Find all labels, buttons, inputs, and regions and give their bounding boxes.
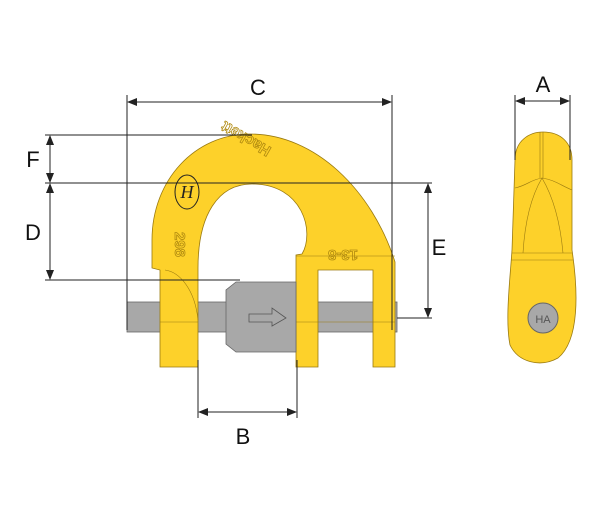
pin-marking: HA [535,314,551,326]
dimension-f: F [26,134,432,184]
label-d: D [25,220,41,245]
label-b: B [236,424,251,449]
pin-collar [225,281,297,353]
link-body-front [151,133,396,368]
logo-mark: H [180,182,195,202]
label-e: E [432,235,447,260]
label-c: C [250,75,266,100]
pin-end [527,302,559,334]
arrow-icon [248,307,287,327]
label-a: A [536,72,551,97]
dimension-a: A [514,72,571,160]
dimension-c: C [126,75,393,330]
hackett-logo [174,174,200,210]
dimension-d: D [25,183,240,281]
dimension-b: B [197,360,298,449]
dimension-e: E [397,183,447,319]
marking-298: 298 [171,232,188,257]
marking-13-8: 13-8 [328,246,358,263]
label-f: F [26,147,39,172]
